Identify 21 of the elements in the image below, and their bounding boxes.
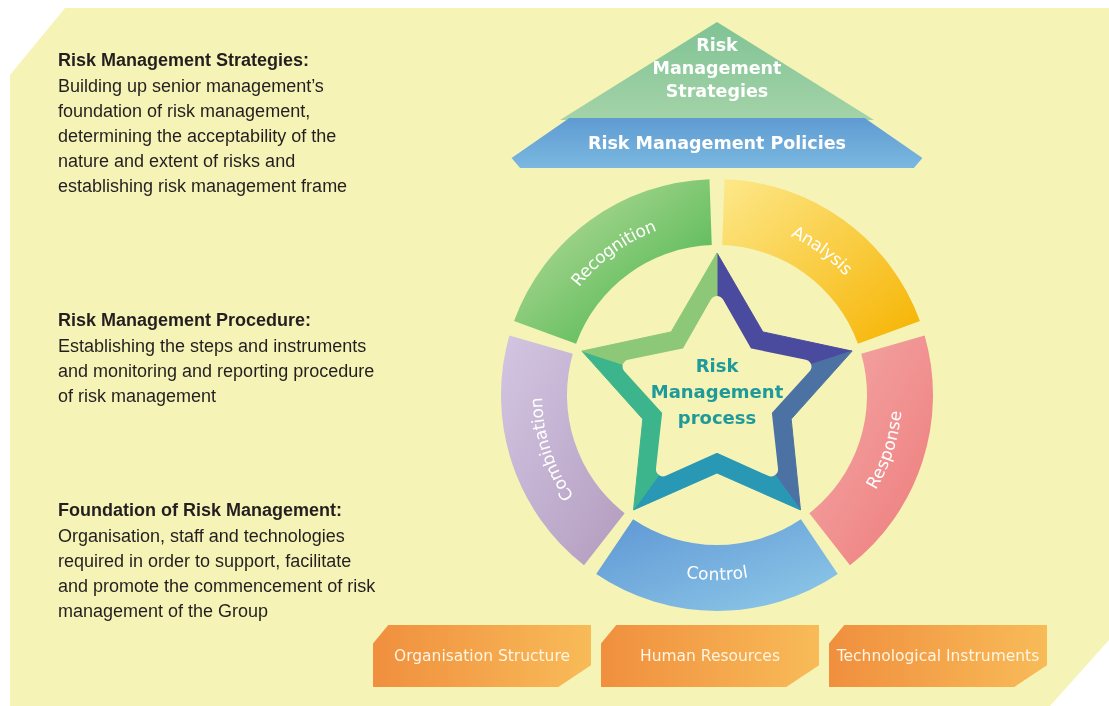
node-label: Organisation Structure — [393, 647, 571, 665]
center-title: Risk Management process — [649, 354, 785, 430]
section-text: Establishing the steps and instruments and monitoring and reporting procedure of risk management — [58, 335, 376, 408]
section-heading: Risk Management Procedure: — [58, 309, 313, 332]
foundation-tab — [829, 625, 1047, 687]
node-label: Risk Management Policies — [588, 133, 846, 153]
node-label: Technological Instruments — [836, 647, 1040, 665]
node-label: Risk Management Strategies — [651, 34, 783, 103]
ring-segment — [501, 335, 625, 566]
segment-label: Control — [685, 561, 750, 585]
ring-segment — [809, 335, 933, 566]
ring-segment — [722, 179, 920, 344]
section-heading: Foundation of Risk Management: — [58, 499, 343, 522]
section-text: Organisation, staff and technologies required in order to support, facilitate and promote the commencement of risk management of the Group — [58, 525, 377, 623]
ring-segment — [596, 519, 838, 611]
ring-segment — [514, 179, 712, 344]
foundation-tab — [373, 625, 591, 687]
foundation-tab — [601, 625, 819, 687]
node-label: Human Resources — [640, 647, 780, 665]
section-text: Building up senior management’s foundation of risk management, determining the acceptability of the nature and extent of risks and establishing risk management frame — [58, 75, 349, 198]
section-heading: Risk Management Strategies: — [58, 49, 311, 72]
